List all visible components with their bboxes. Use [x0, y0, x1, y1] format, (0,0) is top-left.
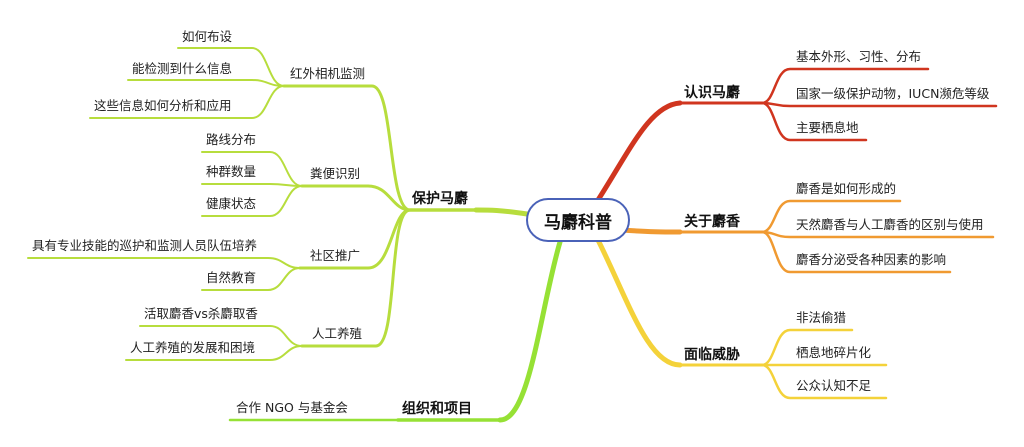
- branch-renshi-title[interactable]: 认识马麝: [684, 85, 740, 101]
- baohu-item[interactable]: 健康状态: [206, 196, 257, 211]
- shexiang-item[interactable]: 麝香是如何形成的: [796, 181, 897, 196]
- baohu-item[interactable]: 人工养殖的发展和困境: [130, 340, 256, 355]
- zuzhi-item[interactable]: 合作 NGO 与基金会: [236, 400, 348, 415]
- baohu-group-title[interactable]: 社区推广: [310, 248, 361, 263]
- weixie-item[interactable]: 非法偷猎: [796, 310, 847, 325]
- baohu-group-title[interactable]: 红外相机监测: [290, 66, 366, 81]
- baohu-item[interactable]: 能检测到什么信息: [132, 61, 233, 76]
- branch-weixie-title[interactable]: 面临威胁: [684, 347, 740, 363]
- baohu-item[interactable]: 种群数量: [206, 164, 257, 179]
- baohu-item[interactable]: 如何布设: [182, 29, 233, 44]
- weixie-item[interactable]: 公众认知不足: [796, 378, 872, 393]
- branch-shexiang-title[interactable]: 关于麝香: [684, 214, 740, 230]
- branch-zuzhi-title[interactable]: 组织和项目: [402, 401, 472, 417]
- root-node[interactable]: 马麝科普: [526, 198, 630, 242]
- renshi-item[interactable]: 国家一级保护动物，IUCN濒危等级: [796, 86, 990, 101]
- baohu-item[interactable]: 自然教育: [206, 270, 257, 285]
- baohu-group-title[interactable]: 粪便识别: [310, 166, 361, 181]
- baohu-item[interactable]: 活取麝香vs杀麝取香: [144, 306, 258, 321]
- renshi-item[interactable]: 基本外形、习性、分布: [796, 49, 922, 64]
- shexiang-item[interactable]: 麝香分泌受各种因素的影响: [796, 252, 947, 267]
- baohu-item[interactable]: 具有专业技能的巡护和监测人员队伍培养: [32, 238, 258, 253]
- baohu-item[interactable]: 这些信息如何分析和应用: [94, 98, 232, 113]
- baohu-group-title[interactable]: 人工养殖: [312, 326, 363, 341]
- shexiang-item[interactable]: 天然麝香与人工麝香的区别与使用: [796, 217, 984, 232]
- weixie-item[interactable]: 栖息地碎片化: [796, 345, 872, 360]
- baohu-item[interactable]: 路线分布: [206, 132, 257, 147]
- branch-baohu-title[interactable]: 保护马麝: [412, 191, 468, 207]
- renshi-item[interactable]: 主要栖息地: [796, 120, 859, 135]
